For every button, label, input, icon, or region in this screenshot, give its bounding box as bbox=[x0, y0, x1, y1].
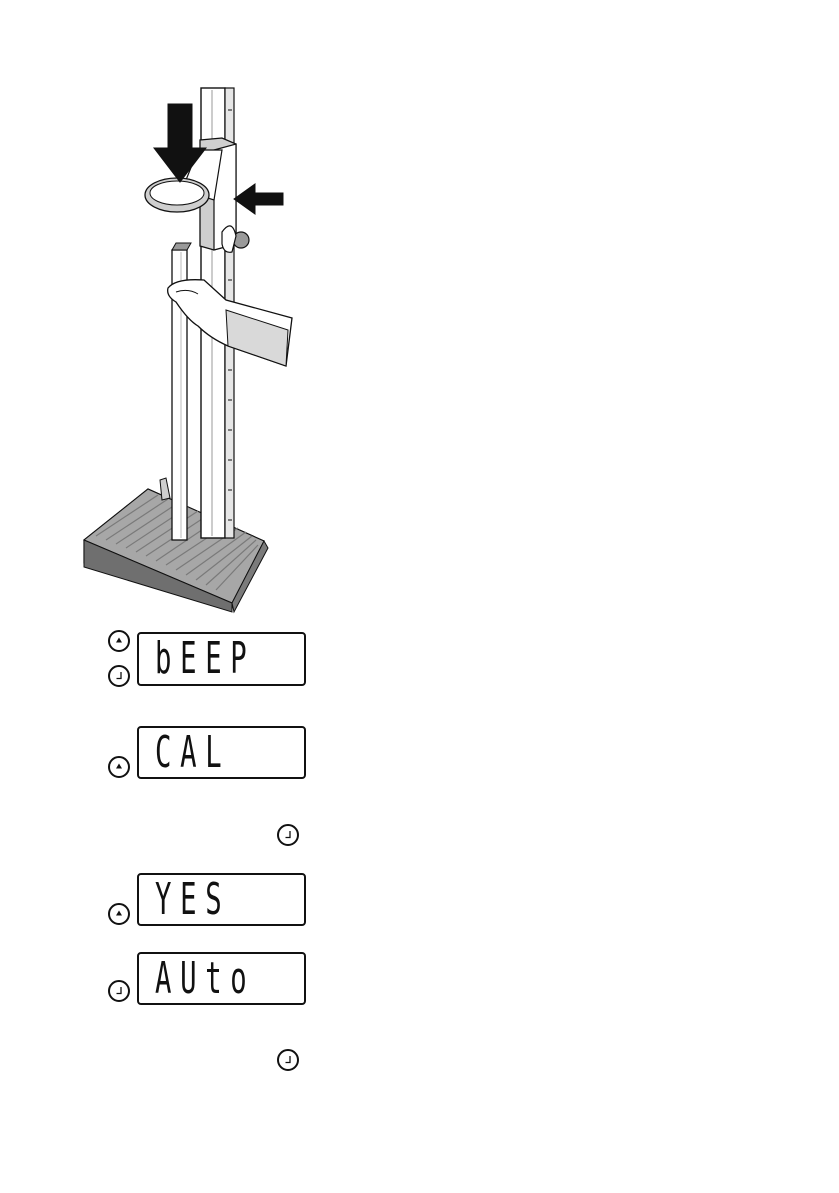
enter-key-icon bbox=[277, 824, 299, 846]
up-arrow-key-icon bbox=[108, 903, 130, 925]
up-arrow-key-icon bbox=[108, 630, 130, 652]
enter-key-icon bbox=[108, 665, 130, 687]
push-left-arrow bbox=[234, 184, 283, 214]
lcd-text-beep: bEEP bbox=[155, 637, 255, 681]
lcd-display-auto: AUto bbox=[137, 952, 306, 1005]
lcd-text-auto: AUto bbox=[155, 957, 255, 1001]
lcd-text-cal: CAL bbox=[155, 731, 230, 775]
lcd-text-yes: YES bbox=[155, 878, 230, 922]
up-arrow-key-icon bbox=[108, 756, 130, 778]
enter-key-icon bbox=[277, 1049, 299, 1071]
lcd-display-yes: YES bbox=[137, 873, 306, 926]
lcd-display-cal: CAL bbox=[137, 726, 306, 779]
enter-key-icon bbox=[108, 980, 130, 1002]
lcd-display-beep: bEEP bbox=[137, 632, 306, 686]
